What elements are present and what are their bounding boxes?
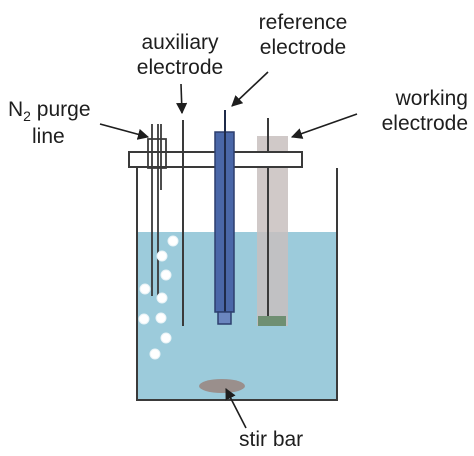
purge-line-tube xyxy=(151,124,159,296)
reference-arrow xyxy=(231,71,269,107)
bubbles xyxy=(138,235,179,360)
label-stir-bar: stir bar xyxy=(239,428,304,451)
solution xyxy=(137,232,337,400)
stir-bar xyxy=(199,379,245,393)
working-arrow xyxy=(290,113,358,139)
label-working-electrode: working electrode xyxy=(381,87,468,135)
bubble xyxy=(156,250,168,262)
bubble xyxy=(160,332,172,344)
label-purge-line-2: line xyxy=(32,125,65,148)
bubble xyxy=(167,235,179,247)
beaker xyxy=(136,168,338,401)
purge-arrow xyxy=(99,123,150,140)
bubble xyxy=(138,313,150,325)
reference-electrode-frit xyxy=(217,311,232,325)
label-purge-line: N2 purge line xyxy=(8,97,91,149)
label-reference-electrode: reference electrode xyxy=(258,11,348,59)
purge-line-fitting xyxy=(147,138,167,169)
bubble xyxy=(139,283,151,295)
auxiliary-arrow xyxy=(176,83,188,115)
bubble xyxy=(160,269,172,281)
bubble xyxy=(155,312,167,324)
bubble xyxy=(156,292,168,304)
label-purge-line-1: N2 purge xyxy=(8,98,91,124)
bubble xyxy=(149,348,161,360)
stir-bar-arrow xyxy=(225,388,247,429)
working-electrode-tip xyxy=(258,316,286,326)
label-auxiliary-electrode: auxiliary electrode xyxy=(136,31,224,79)
